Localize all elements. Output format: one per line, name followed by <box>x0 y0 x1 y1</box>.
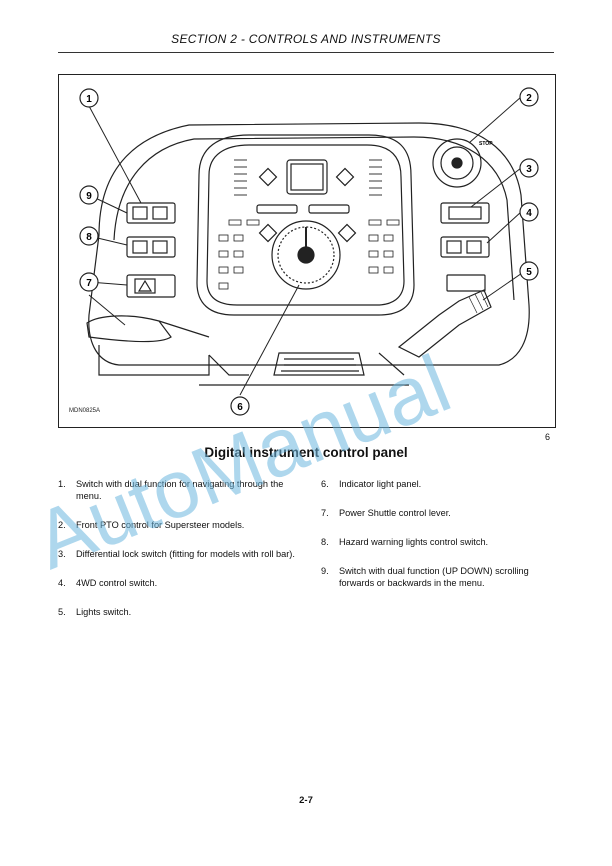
callout-6: 6 <box>230 396 250 416</box>
list-item: 5. Lights switch. <box>58 607 132 617</box>
svg-text:7: 7 <box>86 278 92 289</box>
instrument-panel-figure: 1 2 3 4 5 6 7 8 <box>58 74 556 428</box>
callout-8: 8 <box>79 226 99 246</box>
svg-text:8: 8 <box>86 232 92 243</box>
callout-3: 3 <box>519 158 539 178</box>
stop-label: STOP <box>479 141 493 147</box>
callout-2: 2 <box>519 87 539 107</box>
list-item: 8. Hazard warning lights control switch. <box>321 537 489 547</box>
callout-7: 7 <box>79 272 99 292</box>
callout-5: 5 <box>519 261 539 281</box>
legend-right-column: 6. Indicator light panel. 7. Power Shutt… <box>321 478 561 606</box>
panel-illustration: 1 2 3 4 5 6 7 8 <box>79 87 539 416</box>
list-item: 4. 4WD control switch. <box>58 578 158 588</box>
list-item: 6. Indicator light panel. <box>321 479 422 489</box>
list-item: 1. Switch with dual function for navigat… <box>58 479 284 501</box>
callout-1: 1 <box>79 88 99 108</box>
list-item: 2. Front PTO control for Supersteer mode… <box>58 520 245 530</box>
svg-text:6: 6 <box>237 402 243 413</box>
page-number: 2-7 <box>299 795 313 806</box>
svg-text:1: 1 <box>86 94 92 105</box>
svg-text:2: 2 <box>526 93 532 104</box>
header-rule <box>58 52 554 53</box>
svg-text:5: 5 <box>526 267 532 278</box>
list-item: 7. Power Shuttle control lever. <box>321 508 451 518</box>
callout-4: 4 <box>519 202 539 222</box>
svg-text:3: 3 <box>526 164 532 175</box>
svg-text:4: 4 <box>526 208 532 219</box>
callout-9: 9 <box>79 185 99 205</box>
list-item: 9. Switch with dual function (UP DOWN) s… <box>321 566 529 588</box>
figure-number: 6 <box>545 432 551 442</box>
section-header: SECTION 2 - CONTROLS AND INSTRUMENTS <box>171 32 441 46</box>
figure-caption: Digital instrument control panel <box>204 445 408 460</box>
svg-text:9: 9 <box>86 191 92 202</box>
legend-left-column: 1. Switch with dual function for navigat… <box>58 478 308 635</box>
figure-code: MDN0825A <box>69 408 101 414</box>
list-item: 3. Differential lock switch (fitting for… <box>58 549 295 559</box>
